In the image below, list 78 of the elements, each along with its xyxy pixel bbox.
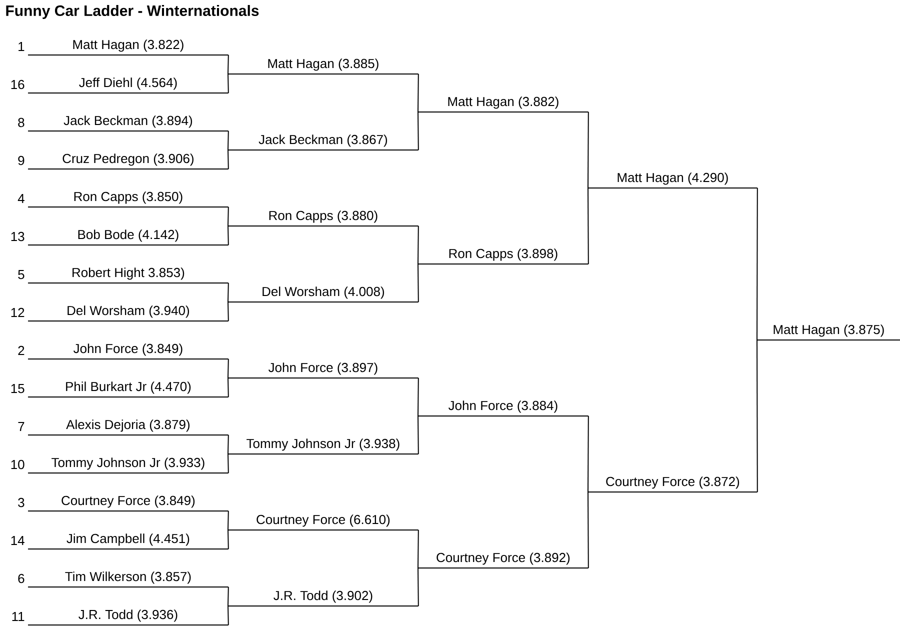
seed-number: 3 bbox=[18, 498, 24, 508]
bracket-entry: Robert Hight 3.853) bbox=[28, 268, 229, 284]
bracket-entry: Tim Wilkerson (3.857) bbox=[28, 572, 229, 588]
bracket-connector bbox=[228, 606, 229, 626]
seed-number: 11 bbox=[12, 612, 24, 621]
bracket-connector bbox=[228, 74, 229, 94]
bracket-entry: Matt Hagan (4.290) bbox=[588, 172, 758, 188]
bracket-entry: J.R. Todd (3.902) bbox=[228, 590, 419, 606]
seed-number: 13 bbox=[11, 232, 24, 242]
bracket-entry: Jack Beckman (3.867) bbox=[228, 134, 419, 150]
seed-number: 6 bbox=[18, 574, 24, 584]
bracket-entry: J.R. Todd (3.936) bbox=[28, 610, 229, 626]
bracket-entry: Bob Bode (4.142) bbox=[28, 230, 229, 246]
bracket-connector bbox=[228, 454, 229, 474]
bracket-connector bbox=[228, 150, 229, 170]
seed-number: 16 bbox=[11, 80, 24, 90]
bracket-entry: John Force (3.897) bbox=[228, 362, 419, 378]
bracket-entry: Courtney Force (3.849) bbox=[28, 496, 229, 512]
bracket-entry: Jack Beckman (3.894) bbox=[28, 116, 229, 132]
seed-number: 10 bbox=[11, 460, 24, 470]
bracket-entry: Matt Hagan (3.875) bbox=[756, 324, 900, 340]
seed-number: 9 bbox=[18, 156, 24, 166]
bracket-entry: Alexis Dejoria (3.879) bbox=[28, 420, 229, 436]
bracket-connector bbox=[228, 282, 229, 302]
bracket-connector bbox=[228, 434, 229, 454]
bracket-entry: Jeff Diehl (4.564) bbox=[28, 78, 229, 94]
bracket-connector bbox=[418, 264, 419, 302]
bracket-entry: Matt Hagan (3.882) bbox=[418, 96, 589, 112]
seed-number: 4 bbox=[18, 194, 24, 203]
bracket-entry: Courtney Force (3.872) bbox=[588, 476, 758, 492]
bracket-connector bbox=[418, 530, 419, 568]
bracket-entry: Phil Burkart Jr (4.470) bbox=[28, 382, 229, 398]
seed-number: 14 bbox=[11, 536, 24, 545]
seed-number: 7 bbox=[18, 422, 24, 431]
seed-number: 15 bbox=[11, 384, 24, 394]
bracket-connector bbox=[418, 74, 419, 112]
bracket-connector bbox=[228, 302, 229, 322]
bracket-connector bbox=[228, 226, 229, 246]
bracket-entry: Jim Campbell (4.451) bbox=[28, 534, 229, 550]
bracket-entry: Courtney Force (6.610) bbox=[228, 514, 419, 530]
bracket-connector bbox=[228, 206, 229, 226]
seed-number: 12 bbox=[11, 308, 24, 317]
bracket-connector bbox=[418, 226, 419, 264]
bracket-connector bbox=[228, 130, 229, 150]
bracket-entry: Tommy Johnson Jr (3.933) bbox=[28, 458, 229, 474]
bracket-connector bbox=[228, 54, 229, 74]
seed-number: 1 bbox=[18, 42, 24, 51]
bracket-entry: Matt Hagan (3.885) bbox=[228, 58, 419, 74]
bracket-entry: Courtney Force (3.892) bbox=[418, 552, 589, 568]
bracket-connector bbox=[228, 510, 229, 530]
bracket-entry: Del Worsham (4.008) bbox=[228, 286, 419, 302]
bracket-connector bbox=[418, 378, 419, 416]
bracket-entry: Tommy Johnson Jr (3.938) bbox=[228, 438, 419, 454]
bracket-connector bbox=[588, 492, 589, 568]
bracket-connector bbox=[588, 416, 589, 492]
title: Funny Car Ladder - Winternationals bbox=[6, 5, 259, 19]
bracket-connector bbox=[756, 340, 758, 492]
bracket-connector bbox=[228, 378, 229, 398]
bracket-connector bbox=[756, 188, 758, 340]
bracket-connector bbox=[588, 112, 589, 188]
bracket-connector bbox=[418, 568, 419, 606]
bracket-entry: Ron Capps (3.880) bbox=[228, 210, 419, 226]
bracket-entry: Del Worsham (3.940) bbox=[28, 306, 229, 322]
bracket-connector bbox=[418, 416, 419, 454]
seed-number: 8 bbox=[18, 118, 24, 128]
bracket-entry: Matt Hagan (3.822) bbox=[28, 40, 229, 56]
seed-number: 2 bbox=[18, 346, 24, 355]
bracket-entry: John Force (3.884) bbox=[418, 400, 589, 416]
bracket-connector bbox=[228, 358, 229, 378]
bracket-connector bbox=[228, 530, 229, 550]
bracket-connector bbox=[588, 188, 589, 264]
bracket-connector bbox=[228, 586, 229, 606]
bracket-entry: John Force (3.849) bbox=[28, 344, 229, 360]
bracket-connector bbox=[418, 112, 419, 150]
bracket-entry: Ron Capps (3.850) bbox=[28, 192, 229, 208]
bracket-entry: Ron Capps (3.898) bbox=[418, 248, 589, 264]
seed-number: 5 bbox=[18, 270, 24, 280]
bracket-entry: Cruz Pedregon (3.906) bbox=[28, 154, 229, 170]
